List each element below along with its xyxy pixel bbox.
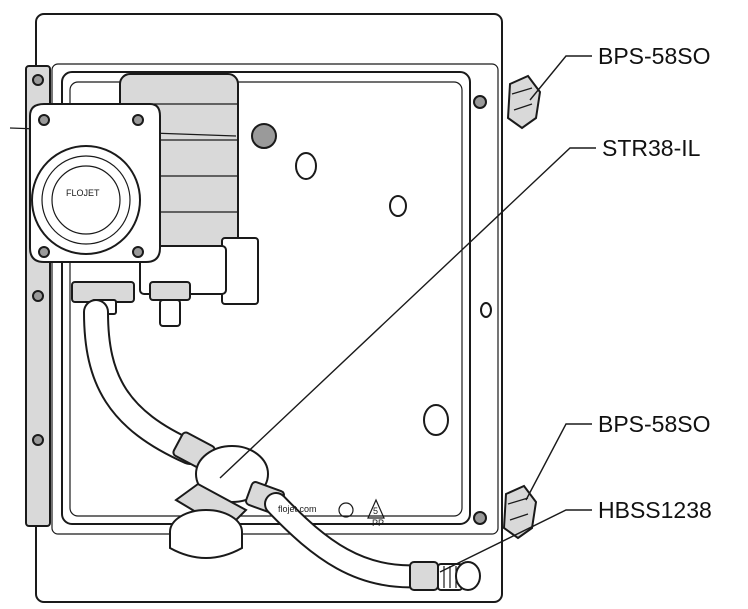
mounting-studs	[295, 95, 492, 525]
plate-mark-sub: PP	[372, 518, 384, 528]
callout-leaders	[219, 55, 596, 573]
leader-bottom-knob	[525, 423, 592, 501]
callout-top-knob-label: BPS-58SO	[598, 43, 711, 69]
top-mounting-knob	[506, 74, 542, 130]
callout-bottom-knob-label: BPS-58SO	[598, 411, 711, 437]
outlet-hose	[264, 492, 432, 589]
plate-mark-number: 5	[373, 506, 378, 516]
inlet-hose	[83, 299, 203, 465]
leader-top-knob	[529, 55, 592, 101]
callout-labels: BPS-58SO STR38-IL BPS-58SO HBSS1238	[598, 43, 712, 523]
pump-brand-label: FLOJET	[66, 188, 100, 198]
callout-hose-barb-label: HBSS1238	[598, 497, 712, 523]
leader-strainer	[219, 147, 596, 479]
leader-hose-barb	[439, 509, 592, 573]
hose-barb	[409, 561, 481, 591]
callout-strainer-label: STR38-IL	[602, 135, 701, 161]
plate-markings: flojet.com 5 PP	[278, 498, 385, 528]
plate-url-text: flojet.com	[278, 504, 317, 514]
bottom-mounting-knob	[502, 484, 538, 540]
pump-motor-cap: FLOJET	[29, 103, 161, 263]
